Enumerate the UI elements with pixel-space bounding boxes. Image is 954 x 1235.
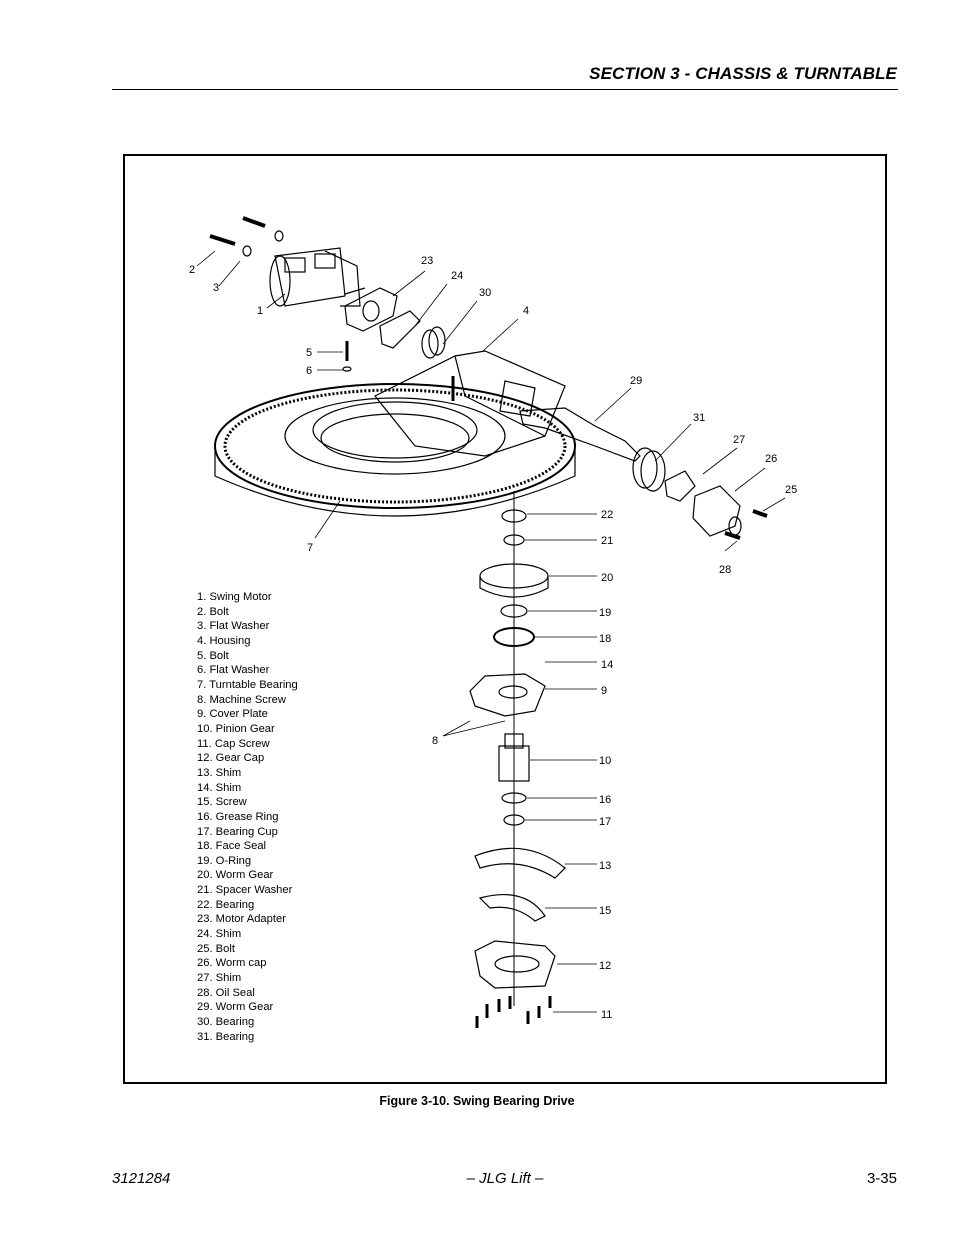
- callout-31: 31: [693, 412, 705, 424]
- callout-19: 19: [599, 607, 611, 619]
- housing-drawing: [374, 350, 566, 457]
- footer-brand: – JLG Lift –: [466, 1170, 544, 1187]
- legend-item: 12. Gear Cap: [197, 752, 265, 765]
- legend-item: 27. Shim: [197, 972, 242, 985]
- motor-adapter-drawing: [344, 287, 446, 359]
- header-rule: [112, 89, 898, 90]
- legend-item: 8. Machine Screw: [197, 693, 286, 706]
- callout-27: 27: [733, 434, 745, 446]
- callout-2: 2: [189, 264, 195, 276]
- callout-21: 21: [601, 535, 613, 547]
- callout-22: 22: [601, 509, 613, 521]
- legend-item: 6. Flat Washer: [197, 664, 270, 677]
- figure-caption: Figure 3-10. Swing Bearing Drive: [379, 1094, 575, 1108]
- legend-item: 20. Worm Gear: [197, 869, 274, 882]
- callout-6: 6: [306, 365, 312, 377]
- callout-15: 15: [599, 905, 611, 917]
- legend-item: 19. O-Ring: [197, 854, 252, 867]
- callout-29: 29: [630, 375, 642, 387]
- parts-legend: 1. Swing Motor 2. Bolt 3. Flat Washer 4.…: [197, 590, 298, 1044]
- legend-item: 9. Cover Plate: [197, 708, 268, 721]
- worm-shaft-drawing: [519, 407, 768, 540]
- legend-item: 26. Worm cap: [197, 957, 267, 970]
- vertical-stack-drawing: [469, 491, 566, 1006]
- section-title: SECTION 3 - CHASSIS & TURNTABLE: [589, 64, 897, 83]
- callout-20: 20: [601, 572, 613, 584]
- legend-item: 29. Worm Gear: [197, 1001, 274, 1014]
- legend-item: 31. Bearing: [197, 1030, 255, 1043]
- callout-3: 3: [213, 282, 219, 294]
- page-number: 3-35: [866, 1170, 897, 1187]
- exploded-view-drawing: 1 2 3 4 5 6 7 8 9 10 11 12 13 14 15 16 1…: [189, 216, 797, 1028]
- legend-item: 22. Bearing: [197, 898, 255, 911]
- legend-item: 1. Swing Motor: [197, 591, 272, 603]
- callout-30: 30: [479, 287, 491, 299]
- callout-26: 26: [765, 453, 777, 465]
- callout-25: 25: [785, 484, 797, 496]
- legend-item: 24. Shim: [197, 928, 242, 941]
- callout-24: 24: [451, 270, 463, 282]
- swing-motor-drawing: [269, 247, 366, 307]
- figure-frame: 1 2 3 4 5 6 7 8 9 10 11 12 13 14 15 16 1…: [123, 154, 887, 1084]
- legend-item: 18. Face Seal: [197, 840, 267, 853]
- callout-8: 8: [432, 735, 438, 747]
- callout-23: 23: [421, 255, 433, 267]
- callout-11: 11: [601, 1009, 612, 1021]
- callout-10: 10: [599, 755, 611, 767]
- legend-item: 4. Housing: [197, 634, 251, 647]
- legend-item: 2. Bolt: [197, 605, 229, 618]
- legend-item: 10. Pinion Gear: [197, 722, 275, 735]
- doc-number: 3121284: [112, 1170, 171, 1187]
- turntable-bearing-drawing: [214, 383, 576, 517]
- callout-28: 28: [719, 564, 731, 576]
- bolts-2-drawing: [209, 216, 284, 257]
- legend-item: 28. Oil Seal: [197, 986, 255, 999]
- callout-17: 17: [599, 816, 611, 828]
- legend-item: 15. Screw: [197, 796, 247, 809]
- legend-item: 21. Spacer Washer: [197, 884, 293, 897]
- callout-14: 14: [601, 659, 613, 671]
- legend-item: 25. Bolt: [197, 942, 235, 955]
- callout-18: 18: [599, 633, 611, 645]
- legend-item: 17. Bearing Cup: [197, 825, 278, 838]
- legend-item: 3. Flat Washer: [197, 620, 270, 633]
- callout-7: 7: [307, 542, 313, 554]
- legend-item: 5. Bolt: [197, 649, 229, 662]
- legend-item: 13. Shim: [197, 766, 242, 779]
- callout-12: 12: [599, 960, 611, 972]
- leader-lines: [196, 250, 786, 1013]
- callout-9: 9: [601, 685, 607, 697]
- cap-screws-drawing: [475, 996, 552, 1028]
- legend-item: 11. Cap Screw: [197, 737, 270, 750]
- callout-13: 13: [599, 860, 611, 872]
- callout-16: 16: [599, 794, 611, 806]
- legend-item: 30. Bearing: [197, 1016, 255, 1029]
- callout-5: 5: [306, 347, 312, 359]
- callout-labels: 1 2 3 4 5 6 7 8 9 10 11 12 13 14 15 16 1…: [189, 255, 797, 1021]
- callout-1: 1: [257, 305, 263, 317]
- legend-item: 16. Grease Ring: [197, 810, 279, 823]
- legend-item: 14. Shim: [197, 781, 242, 794]
- legend-item: 7. Turntable Bearing: [197, 678, 298, 691]
- callout-4: 4: [523, 305, 529, 317]
- legend-item: 23. Motor Adapter: [197, 913, 286, 926]
